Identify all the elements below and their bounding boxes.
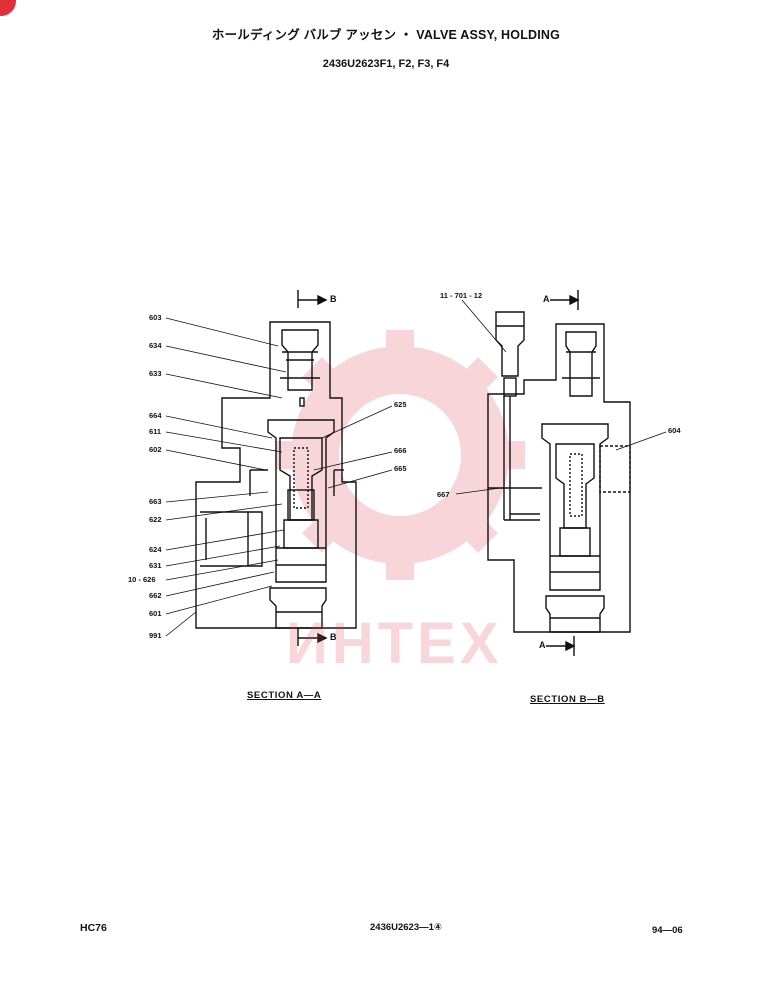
drawing-title: ホールディング バルブ アッセン ・ VALVE ASSY, HOLDING <box>211 28 561 42</box>
callout-625: 625 <box>394 400 407 409</box>
callout-602: 602 <box>149 445 162 454</box>
callout-11-701-12: 11 - 701 - 12 <box>440 291 483 300</box>
callout-663: 663 <box>149 497 162 506</box>
callout-634: 634 <box>149 341 162 350</box>
callout-624: 624 <box>149 545 162 554</box>
section-aa-arrow-top-label: B <box>330 294 337 304</box>
footer-date: 94—06 <box>652 925 683 936</box>
part-number-subtitle: 2436U2623F1, F2, F3, F4 <box>322 58 450 70</box>
callout-633: 633 <box>149 369 162 378</box>
callout-10-626: 10 - 626 <box>128 575 156 584</box>
callout-631: 631 <box>149 561 162 570</box>
callout-664: 664 <box>149 411 162 420</box>
footer-drawing-number: 2436U2623—1④ <box>370 922 442 933</box>
section-aa-arrow-bottom-label: B <box>330 632 337 642</box>
callout-991: 991 <box>149 631 162 640</box>
callout-667: 667 <box>437 490 450 499</box>
callout-666: 666 <box>394 446 407 455</box>
section-bb-label: SECTION B—B <box>530 694 605 705</box>
section-bb-arrow-bottom-label: A <box>539 640 546 650</box>
callout-611: 611 <box>149 427 162 436</box>
callout-665: 665 <box>394 464 407 473</box>
section-aa-label: SECTION A—A <box>247 690 322 701</box>
watermark-text: ИНТЕХ <box>286 611 503 676</box>
footer-model-code: HC76 <box>80 922 107 934</box>
callout-601: 601 <box>149 609 162 618</box>
section-bb-arrow-top-label: A <box>543 294 550 304</box>
callout-603: 603 <box>149 313 162 322</box>
callout-662: 662 <box>149 591 162 600</box>
callout-604: 604 <box>668 426 681 435</box>
callout-622: 622 <box>149 515 162 524</box>
